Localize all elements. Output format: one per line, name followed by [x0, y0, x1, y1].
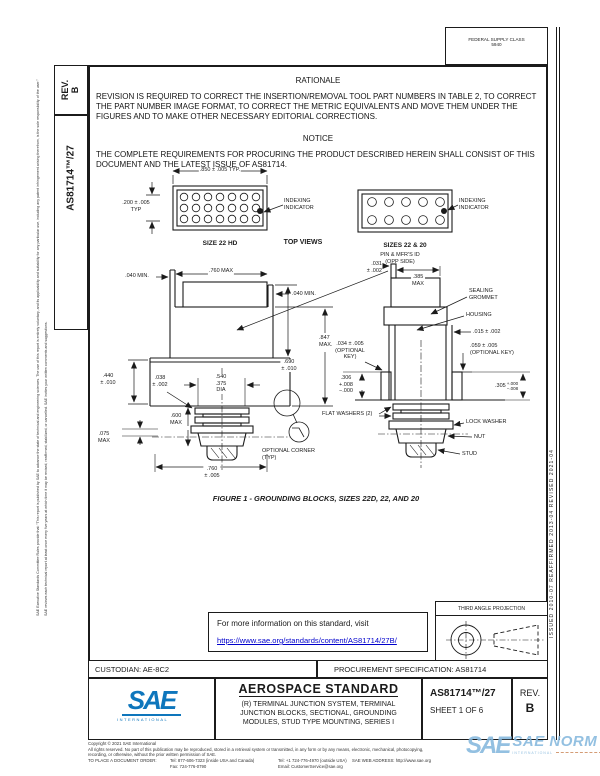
standard-title-line2: JUNCTION BLOCKS, SECTIONAL, GROUNDING	[240, 710, 397, 717]
rev-cell-value: B	[525, 701, 535, 715]
rev-cell: REV. B	[512, 678, 548, 740]
logo-cell: SAE INTERNATIONAL	[88, 678, 215, 740]
sealing-grommet-label: SEALING GROMMET	[469, 288, 498, 301]
dim-075-label: .075 MAX	[98, 431, 110, 444]
dim-306-label: .306 +.008 −.000	[338, 375, 354, 396]
dim-031-label: .031 ± .002	[366, 261, 382, 274]
sae-norm-watermark: SAE SAE NORM INTERNATIONAL	[466, 732, 600, 759]
dim-760max-label: .760 MAX	[207, 268, 235, 275]
margin-disclaimer-2: SAE reviews each technical report at lea…	[44, 321, 48, 616]
dim-305-main: .305	[495, 382, 506, 389]
dim-059-label: .059 ± .005 (OPTIONAL KEY)	[470, 343, 514, 356]
rev-cell-label: REV.	[519, 688, 541, 698]
tel-inside: Tel: 877-606-7323 (inside USA and Canada…	[170, 758, 255, 763]
standard-title-line1: (R) TERMINAL JUNCTION SYSTEM, TERMINAL	[241, 701, 396, 708]
dim-015-label: .015 ± .002	[473, 329, 501, 335]
standard-title-line3: MODULES, STUD TYPE MOUNTING, SERIES I	[242, 719, 395, 726]
title-cell: AEROSPACE STANDARD (R) TERMINAL JUNCTION…	[215, 678, 422, 740]
fsc-box: FEDERAL SUPPLY CLASS 5940	[445, 27, 548, 65]
info-box-link[interactable]: https://www.sae.org/standards/content/AS…	[217, 636, 397, 645]
outer-right-border	[556, 27, 560, 740]
sae-logo: SAE INTERNATIONAL	[89, 687, 214, 722]
sidebar-rev-label: REV. B	[60, 79, 80, 101]
indexing-indicator-label-right: INDEXING INDICATOR	[459, 198, 489, 211]
sizes-22-20-label: SIZES 22 & 20	[383, 242, 427, 249]
custodian-cell: CUSTODIAN: AE-8C2	[88, 660, 317, 678]
dim-760-bottom-label: .760 ± .005	[203, 466, 221, 480]
sae-logo-text: SAE	[121, 687, 182, 716]
watermark-sub: INTERNATIONAL	[512, 750, 554, 755]
dim-034-label: .034 ± .005 (OPTIONAL KEY)	[335, 341, 365, 361]
projection-box: THIRD ANGLE PROJECTION	[435, 601, 548, 661]
sidebar-docnumber-box: AS81714™/27	[54, 115, 88, 330]
indexing-indicator-label-left: INDEXING INDICATOR	[284, 198, 314, 211]
rationale-heading: RATIONALE	[295, 76, 341, 85]
dim-305-label: .305 +.000 −.008	[494, 381, 520, 392]
margin-disclaimer-1: SAE Executive Standards Committee Rules …	[36, 79, 40, 616]
dim-385-label: .385 MAX	[411, 274, 425, 288]
web-address: SAE WEB ADDRESS: http://www.sae.org	[352, 758, 432, 763]
figure-caption: FIGURE 1 - GROUNDING BLOCKS, SIZES 22D, …	[212, 494, 420, 503]
dim-850-label: .850 ± .005 TYP.	[198, 167, 242, 174]
housing-label: HOUSING	[466, 312, 492, 318]
dim-847-label: .847 MAX.	[318, 335, 334, 349]
docnumber-cell: AS81714™/27 SHEET 1 OF 6	[422, 678, 512, 740]
tel-outside: Tel: +1 724-776-4970 (outside USA)	[278, 758, 347, 763]
top-views-label: TOP VIEWS	[283, 239, 323, 246]
dim-540-375-label: .540 .375 DIA	[214, 374, 228, 395]
nut-label: NUT	[474, 434, 486, 440]
dim-040-right-label: .040 MIN.	[292, 291, 316, 297]
email-line: Email: CustomerService@sae.org	[278, 764, 343, 769]
rationale-body: REVISION IS REQUIRED TO CORRECT THE INSE…	[96, 92, 537, 122]
projection-label: THIRD ANGLE PROJECTION	[436, 602, 547, 616]
docnumber-text: AS81714™/27	[430, 688, 496, 699]
dim-038-label: .038 ± .002	[151, 375, 169, 389]
sheet-text: SHEET 1 OF 6	[430, 706, 484, 715]
flat-washers-label: FLAT WASHERS (2)	[322, 411, 373, 417]
watermark-text: SAE NORM	[512, 733, 598, 750]
notice-heading: NOTICE	[302, 134, 334, 143]
order-label: TO PLACE A DOCUMENT ORDER:	[88, 758, 157, 763]
revision-history: ISSUED 2010-07 REAFFIRMED 2013-04 REVISE…	[549, 449, 555, 638]
fsc-label: FEDERAL SUPPLY CLASS	[468, 37, 525, 42]
dim-200-label: .200 ± .005 TYP	[122, 200, 150, 213]
lock-washer-label: LOCK WASHER	[466, 419, 507, 425]
pin-mfrs-id-label: PIN & MFR'S ID (OPP SIDE)	[380, 252, 420, 265]
sae-logo-sub: INTERNATIONAL	[117, 717, 169, 722]
dim-040-left-label: .040 MIN.	[124, 273, 150, 280]
size-22hd-label: SIZE 22 HD	[202, 240, 238, 247]
rights-line1: All rights reserved. No part of this pub…	[88, 746, 424, 752]
stud-label: STUD	[462, 451, 477, 457]
procurement-cell: PROCUREMENT SPECIFICATION: AS81714	[317, 660, 548, 678]
info-box-text: For more information on this standard, v…	[217, 619, 369, 628]
dim-440-label: .440 ± .010	[100, 373, 116, 386]
fsc-value: 5940	[491, 42, 502, 47]
sidebar-rev-box: REV. B	[54, 65, 88, 115]
optional-corner-label: OPTIONAL CORNER (TYP)	[262, 448, 315, 461]
watermark-accent-line	[556, 752, 600, 753]
fax-line: Fax: 724-776-0790	[170, 764, 207, 769]
copyright-line: Copyright © 2021 SAE International	[88, 741, 157, 746]
custodian-text: CUSTODIAN: AE-8C2	[95, 665, 170, 674]
standard-type: AEROSPACE STANDARD	[238, 682, 399, 697]
dim-690-label: .690 ± .010	[280, 359, 298, 373]
rights-line2: recording, or otherwise, without the pri…	[88, 751, 217, 757]
dim-305-lower: −.008	[506, 386, 519, 392]
procurement-text: PROCUREMENT SPECIFICATION: AS81714	[334, 665, 487, 674]
dim-600-label: .600 MAX	[169, 413, 183, 427]
info-box: For more information on this standard, v…	[208, 612, 428, 652]
sidebar-doc-number: AS81714™/27	[65, 145, 77, 211]
notice-body: THE COMPLETE REQUIREMENTS FOR PROCURING …	[96, 150, 535, 170]
watermark-sae-logo: SAE	[466, 732, 511, 759]
